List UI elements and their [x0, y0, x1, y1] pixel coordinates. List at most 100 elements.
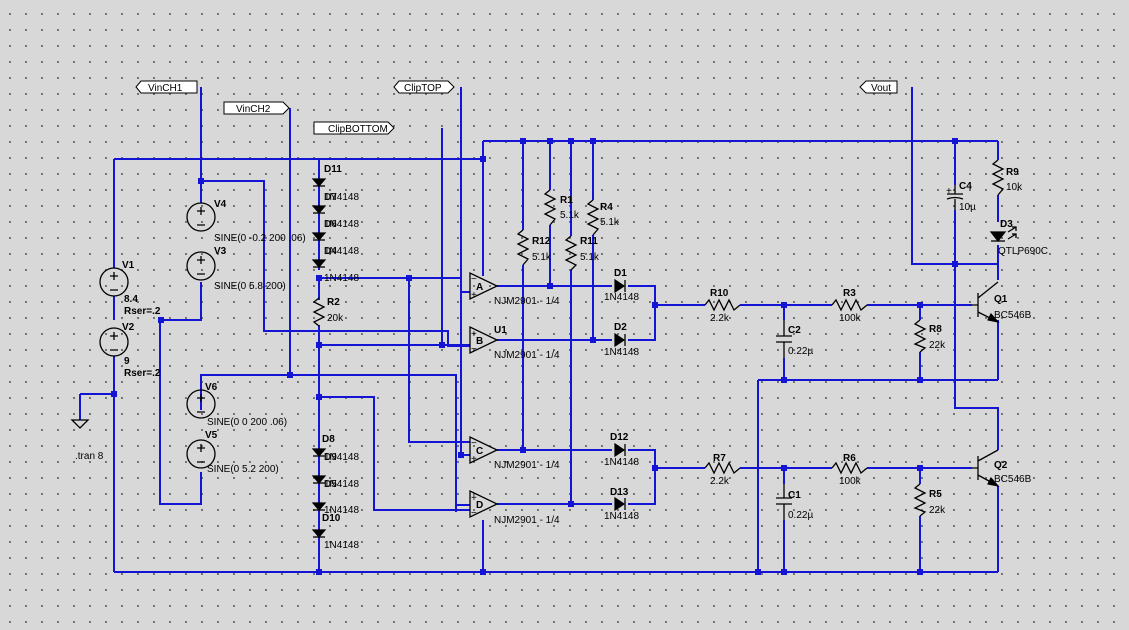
diode-stack-bottom[interactable]: D8 1N4148 D9 1N4148 D5 1N4148 D10 1N4148 [311, 432, 359, 551]
capacitor-c2[interactable]: C2 0.22µ [776, 320, 813, 358]
resistor-r3[interactable]: R3 100k [831, 288, 868, 324]
c2-value: 0.22µ [788, 346, 813, 357]
c1-name: C1 [788, 490, 801, 501]
d2-name: D2 [614, 322, 627, 333]
diode-stack-top[interactable]: D11 1N4148 D7 1N4148 D6 1N4148 D4 1N4148 [311, 164, 359, 284]
capacitor-c4[interactable]: + C4 10µ [946, 181, 976, 213]
led-d3[interactable]: D3 QTLP690C [989, 219, 1048, 257]
r5-name: R5 [929, 489, 942, 500]
resistor-r1[interactable]: R1 5.1k [543, 189, 580, 226]
r2-value: 20k [327, 313, 344, 324]
opamp-c-minus: − [471, 438, 477, 449]
opamp-c[interactable]: − + C NJM2901 - 1/4 [469, 435, 560, 471]
resistor-r4[interactable]: R4 5.1k [586, 199, 620, 236]
stack-top-label-2: 1N4148 [324, 219, 359, 230]
q1-value: BC546B [994, 310, 1032, 321]
r8-name: R8 [929, 324, 942, 335]
tran-directive[interactable]: .tran 8 [75, 451, 104, 462]
c2-name: C2 [788, 325, 801, 336]
r4-name: R4 [600, 202, 613, 213]
d1-value: 1N4148 [604, 292, 639, 303]
r10-name: R10 [710, 288, 729, 299]
junctions [111, 138, 958, 575]
net-label-cliptop-text: ClipTOP [404, 83, 442, 94]
resistor-r12[interactable]: R12 5.1k [516, 229, 552, 266]
resistor-r6[interactable]: R6 100k [831, 453, 868, 487]
r6-value: 100k [839, 476, 862, 487]
v5-name: V5 [205, 430, 218, 441]
capacitor-c1[interactable]: C1 0.22µ [776, 484, 813, 521]
diode-d12[interactable]: D12 1N4148 [604, 432, 639, 468]
r1-name: R1 [560, 195, 573, 206]
voltage-source-v6[interactable]: V6 SINE(0 0 200 .06) [186, 382, 287, 428]
net-label-clipbottom-text: ClipBOTTOM [328, 124, 388, 135]
v6-value: SINE(0 0 200 .06) [207, 417, 287, 428]
r8-value: 22k [929, 340, 946, 351]
diode-d13[interactable]: D13 1N4148 [604, 487, 639, 522]
voltage-source-v3[interactable]: V3 SINE(0 5.8 200) [186, 246, 286, 292]
q2-value: BC546B [994, 474, 1032, 485]
opamp-c-name: C [476, 446, 483, 457]
resistor-r10[interactable]: R10 2.2k [704, 288, 741, 324]
voltage-source-v5[interactable]: V5 SINE(0 5.2 200) [186, 430, 279, 475]
v4-name: V4 [214, 199, 227, 210]
net-label-cliptop[interactable]: ClipTOP [393, 80, 455, 94]
resistor-r2[interactable]: R2 20k [312, 297, 344, 327]
net-label-vinch2[interactable]: VinCH2 [223, 101, 290, 115]
stack-bottom-label-1: 1N4148 [324, 452, 359, 463]
opamp-b[interactable]: + − B U1 NJM2901 - 1/4 [469, 325, 560, 361]
v1-name: V1 [122, 260, 135, 271]
opamp-d-value: NJM2901 - 1/4 [494, 515, 560, 526]
r4-value: 5.1k [600, 217, 620, 228]
r11-name: R11 [580, 236, 598, 247]
voltage-source-v4[interactable]: V4 SINE(0 -0.2 200 .06) [186, 199, 306, 244]
r7-value: 2.2k [710, 476, 730, 487]
r3-name: R3 [843, 288, 856, 299]
opamp-b-value: NJM2901 - 1/4 [494, 350, 560, 361]
c4-name: C4 [959, 181, 972, 192]
d5-name: D5 [324, 479, 337, 490]
opamp-a-value: NJM2901 - 1/4 [494, 296, 560, 307]
net-label-clipbottom[interactable]: ClipBOTTOM [313, 121, 395, 135]
resistor-r11[interactable]: R11 5.1k [564, 235, 600, 271]
d8-name: D8 [322, 434, 335, 445]
resistor-r8[interactable]: R8 22k [913, 319, 946, 353]
resistor-r7[interactable]: R7 2.2k [704, 453, 741, 487]
wires [79, 87, 999, 573]
d1-name: D1 [614, 268, 627, 279]
d11-name: D11 [324, 164, 342, 175]
r12-value: 5.1k [532, 252, 552, 263]
stack-top-label-1: 1N4148 [324, 192, 359, 203]
v3-name: V3 [214, 246, 227, 257]
net-label-vout[interactable]: Vout [859, 80, 898, 94]
r3-value: 100k [839, 313, 862, 324]
r9-value: 10k [1006, 182, 1023, 193]
voltage-source-v1[interactable]: V1 8.4 Rser=.2 [99, 260, 161, 317]
r2-name: R2 [327, 297, 340, 308]
voltage-source-v2[interactable]: V2 9 Rser=.2 [99, 322, 161, 379]
opamp-a[interactable]: − + A NJM2901 - 1/4 [469, 271, 560, 307]
diode-d1[interactable]: D1 1N4148 [604, 268, 639, 303]
resistor-r9[interactable]: R9 10k [991, 159, 1023, 196]
r10-value: 2.2k [710, 313, 730, 324]
diode-d2[interactable]: D2 1N4148 [604, 322, 639, 358]
resistor-r5[interactable]: R5 22k [913, 483, 946, 517]
d3-value: QTLP690C [998, 246, 1048, 257]
r9-name: R9 [1006, 167, 1019, 178]
ground-symbol [70, 419, 90, 429]
transistor-q1[interactable]: Q1 BC546B [972, 281, 1032, 323]
net-label-vinch1[interactable]: VinCH1 [135, 80, 198, 94]
d12-name: D12 [610, 432, 629, 443]
opamp-d[interactable]: + − D NJM2901 - 1/4 [469, 489, 560, 526]
d9-name: D9 [324, 452, 337, 463]
r1-value: 5.1k [560, 210, 580, 221]
v6-name: V6 [205, 382, 218, 393]
opamp-d-plus: + [471, 493, 477, 504]
transistor-q2[interactable]: Q2 BC546B [972, 449, 1032, 487]
opamp-a-minus: − [471, 274, 477, 285]
opamp-b-plus: + [471, 329, 477, 340]
net-label-vinch2-text: VinCH2 [236, 104, 271, 115]
opamp-b-minus: − [471, 344, 477, 355]
v1-rser: Rser=.2 [124, 306, 161, 317]
